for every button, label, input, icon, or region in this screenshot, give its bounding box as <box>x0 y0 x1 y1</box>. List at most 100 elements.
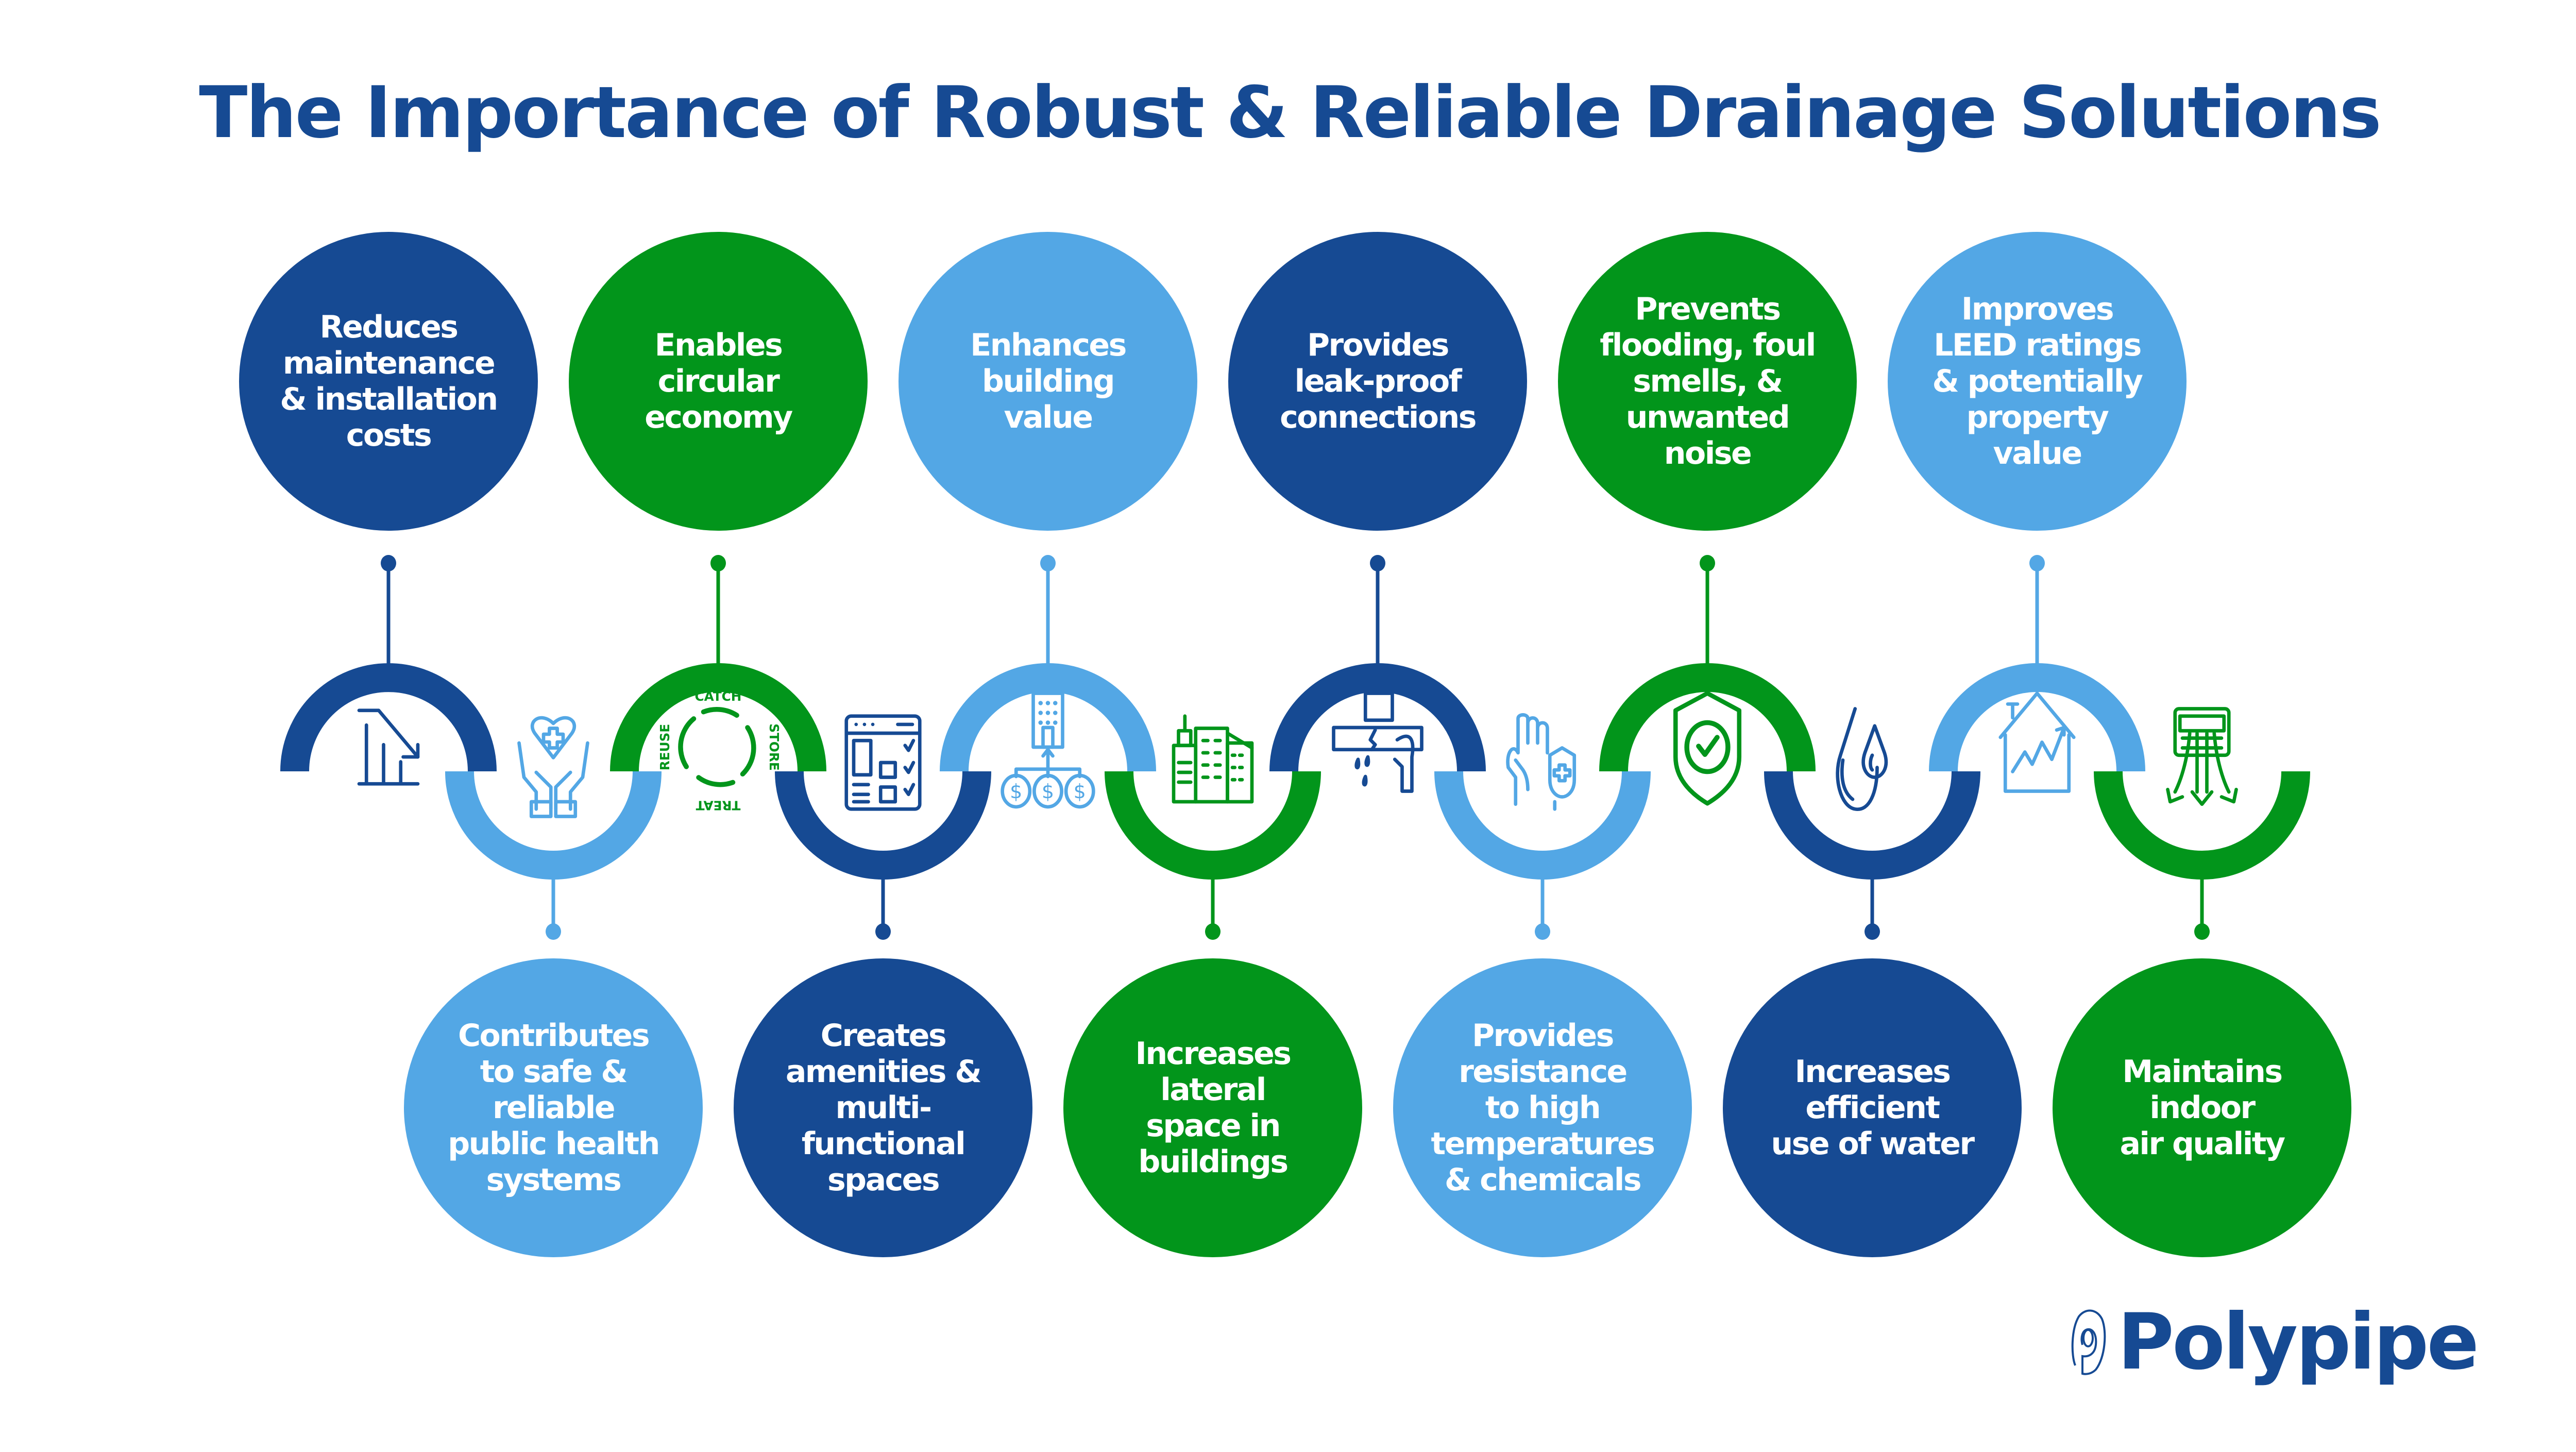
benefit-label: Increases lateral space in buildings <box>1135 1036 1292 1180</box>
wave-cup-bottom <box>445 771 662 880</box>
building-investment-icon: $ $ $ <box>1001 691 1095 809</box>
page-title: The Importance of Robust & Reliable Drai… <box>199 71 2381 154</box>
benefit-label: Enhances building value <box>970 327 1127 435</box>
icon-stroke <box>1014 748 1082 779</box>
connector-dot <box>1040 555 1056 571</box>
icon-stroke <box>401 742 420 759</box>
hand-shield-cross-icon <box>1506 713 1577 811</box>
connector-dot <box>1700 555 1715 571</box>
benefit-bubble-bottom: Contributes to safe & reliable public he… <box>404 958 703 1257</box>
wave-arch-top <box>1929 663 2145 772</box>
wave-arch-top <box>610 663 826 772</box>
benefit-label: Enables circular economy <box>645 327 793 435</box>
building-amenities-checklist-icon <box>844 714 922 811</box>
benefit-bubble-top: Improves LEED ratings & potentially prop… <box>1888 232 2187 531</box>
brand-name: Polypipe <box>2117 1297 2479 1387</box>
icon-stroke <box>903 738 916 797</box>
icon-stroke <box>1840 753 1874 801</box>
wave-cup-bottom <box>1434 771 1651 880</box>
connector-dot <box>2029 555 2045 571</box>
icon-stroke <box>554 800 578 818</box>
cycle-arrow <box>701 707 739 718</box>
icon-stroke <box>1836 707 1879 811</box>
benefit-label: Provides resistance to high temperatures… <box>1431 1018 1655 1198</box>
wave-cup-bottom <box>2094 771 2310 880</box>
wave-cup-bottom <box>1105 771 1321 880</box>
connector-dot <box>1205 923 1221 940</box>
shield-check-icon <box>1673 691 1742 806</box>
icon-stroke <box>1684 720 1731 774</box>
icon-stroke <box>1861 724 1888 779</box>
connector-dot <box>710 555 726 571</box>
dollar-sign: $ <box>1010 780 1022 803</box>
connector-dot <box>2194 923 2210 940</box>
cycle-label-treat: TREAT <box>696 798 740 813</box>
polypipe-p-mark-icon <box>2071 1309 2106 1375</box>
declining-bar-chart-icon <box>357 708 420 786</box>
icon-stroke <box>1368 728 1377 752</box>
icon-stroke <box>1177 731 1254 784</box>
icon-stroke <box>1177 729 1193 748</box>
benefit-label: Increases efficient use of water <box>1771 1054 1975 1162</box>
connector-dot <box>1370 555 1385 571</box>
wave-cup-bottom <box>775 771 991 880</box>
benefit-bubble-bottom: Increases lateral space in buildings <box>1063 958 1362 1257</box>
icon-stroke <box>2173 707 2231 757</box>
polypipe-logo: Polypipe <box>2071 1297 2479 1387</box>
air-conditioner-airflow-icon <box>2166 707 2238 806</box>
icon-stroke <box>1363 691 1394 722</box>
icon-stroke <box>1696 735 1720 757</box>
benefit-label: Maintains indoor air quality <box>2120 1054 2285 1162</box>
icon-stroke <box>1552 763 1572 783</box>
connector-dot <box>1535 923 1550 940</box>
cycle-label-store: STORE <box>767 723 782 770</box>
house-growth-chart-icon <box>1998 691 2076 793</box>
icon-stroke <box>541 727 565 750</box>
connector-dot <box>546 923 561 940</box>
wave-cup-bottom <box>1764 771 1980 880</box>
benefit-bubble-top: Enhances building value <box>899 232 1197 531</box>
icon-stroke <box>1041 725 1055 749</box>
icon-stroke <box>1998 691 2076 793</box>
connector-dot <box>875 923 891 940</box>
icon-stroke <box>357 723 420 786</box>
connector-dot <box>381 555 396 571</box>
icon-stroke <box>878 785 897 804</box>
dollar-sign: $ <box>1042 780 1054 803</box>
icon-stroke <box>1226 741 1254 804</box>
wave-arch-top <box>280 663 497 772</box>
hands-heart-cross-icon <box>517 716 589 818</box>
icon-stroke <box>1393 734 1415 793</box>
icon-stroke <box>1194 727 1229 804</box>
connector-dot <box>1865 923 1880 940</box>
icon-stroke <box>1506 713 1549 806</box>
coin <box>1032 773 1063 809</box>
wave-arch-top <box>940 663 1156 772</box>
icon-stroke <box>529 800 553 818</box>
icon-stroke <box>1354 755 1370 787</box>
water-drops-icon <box>1836 707 1888 811</box>
icon-stroke <box>2166 731 2238 806</box>
benefit-label: Contributes to safe & reliable public he… <box>448 1018 660 1198</box>
icon-stroke <box>1038 701 1058 725</box>
benefit-bubble-bottom: Provides resistance to high temperatures… <box>1393 958 1692 1257</box>
benefit-label: Prevents flooding, foul smells, & unwant… <box>1600 291 1816 471</box>
cycle-label-reuse: REUSE <box>657 724 672 771</box>
benefit-label: Reduces maintenance & installation costs <box>280 309 498 453</box>
icon-stroke <box>530 716 577 759</box>
benefit-bubble-top: Provides leak-proof connections <box>1228 232 1527 531</box>
icon-stroke <box>852 738 873 777</box>
benefit-bubble-top: Reduces maintenance & installation costs <box>239 232 538 531</box>
icon-stroke <box>844 714 922 811</box>
icon-stroke <box>1332 725 1423 752</box>
benefit-label: Provides leak-proof connections <box>1280 327 1477 435</box>
icon-stroke <box>1673 691 1742 806</box>
dollar-sign: $ <box>1074 780 1086 803</box>
city-buildings-icon <box>1172 714 1254 804</box>
icon-stroke <box>852 783 870 804</box>
icon-stroke <box>357 708 420 759</box>
benefit-bubble-top: Enables circular economy <box>569 232 868 531</box>
icon-stroke <box>2178 714 2226 733</box>
